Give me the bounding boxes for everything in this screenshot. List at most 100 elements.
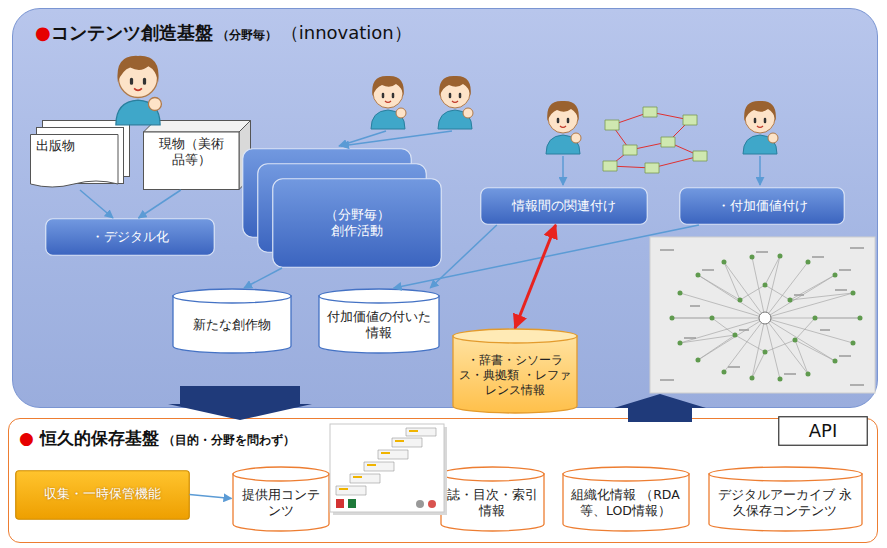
connector-line (515, 225, 556, 328)
label-block: 新たな創作物 (193, 317, 271, 333)
panel-heading: （innovation） (281, 21, 412, 45)
connector-line (244, 268, 282, 288)
label-area: ・付加価値付け (687, 191, 837, 221)
node-label: ・辞書・シソーラス・典拠類 ・レファレンス情報 (458, 353, 572, 398)
cylinder-top (233, 467, 329, 481)
node-label: 提供用コンテンツ (238, 487, 324, 518)
person-arrow (562, 156, 564, 185)
cylinder-top (709, 467, 862, 481)
cylinder-top (453, 329, 577, 343)
label-block: 誌・目次・索引情報 (446, 487, 539, 518)
panel-heading: （目的・分野を問わず） (163, 432, 295, 449)
node-label: 収集・一時保管機能 (44, 486, 161, 502)
activity-stack: （分野毎） 創作活動 (242, 148, 442, 268)
connector-line (394, 225, 699, 288)
person-figure (371, 76, 406, 129)
panel-heading: ● 恒久的保存基盤 (19, 427, 159, 450)
data-cylinder: 提供用コンテンツ (232, 466, 330, 532)
object-box: 現物（美術品等） (143, 120, 251, 190)
label-area: 付加価値の付いた情報 (324, 304, 434, 346)
label-area: 収集・一時保管機能 (21, 474, 184, 516)
label-area: 誌・目次・索引情報 (446, 482, 539, 524)
screenshot-collage (330, 424, 447, 515)
node-label: （分野毎） 創作活動 (317, 207, 397, 240)
cylinder-top (319, 289, 439, 303)
node-label: 付加価値の付いた情報 (324, 309, 434, 340)
collage-card (330, 424, 444, 512)
connector-line (80, 190, 113, 218)
box-fill (779, 417, 868, 446)
reference-cylinder: ・辞書・シソーラス・典拠類 ・レファレンス情報 (452, 328, 578, 414)
person-arrow (339, 131, 386, 146)
panel-heading-row: ●コンテンツ創造基盤（分野毎）（innovation） (35, 21, 412, 45)
box-top (144, 121, 251, 133)
box-fill (46, 219, 215, 256)
cylinder-top (563, 467, 689, 481)
label-block: 情報間の関連付け (512, 198, 616, 214)
panel-heading: （分野毎） (217, 27, 277, 44)
label-area: 新たな創作物 (178, 304, 286, 346)
api-box: API (778, 416, 868, 446)
function-box: 収集・一時保管機能 (15, 470, 190, 520)
label-block: 現物（美術品等） (156, 136, 226, 169)
network-graph-image (650, 237, 875, 393)
node-label: 出版物 (36, 138, 75, 154)
node-label: 情報間の関連付け (512, 198, 616, 214)
round-icon (416, 500, 424, 508)
label-block: （分野毎） 創作活動 (317, 207, 397, 240)
box-fill (15, 470, 189, 519)
label-block: ・デジタル化 (91, 229, 169, 245)
person-figure (743, 101, 778, 154)
label-block: API (809, 420, 837, 443)
process-box: ・付加価値付け (679, 187, 845, 225)
data-cylinder: 付加価値の付いた情報 (318, 288, 440, 354)
collage-shadow (333, 427, 447, 515)
label-block: 出版物 (36, 138, 75, 154)
platform-panel: 収集・一時保管機能 提供用コンテンツ 誌・目次・索引情報組織化情報 （RDA等、LO… (8, 418, 878, 543)
panel-heading-row: ● 恒久的保存基盤（目的・分野を問わず） (19, 427, 295, 450)
note-icons (603, 107, 707, 173)
graph-edges (672, 256, 860, 379)
node-label: 現物（美術品等） (156, 136, 226, 169)
label-block: ・辞書・シソーラス・典拠類 ・レファレンス情報 (458, 353, 572, 398)
cylinder-body (173, 296, 291, 353)
box-front (144, 132, 240, 190)
label-area: （分野毎） 創作活動 (280, 182, 434, 264)
block-arrow (168, 386, 312, 420)
label-block: 提供用コンテンツ (238, 487, 324, 518)
document-stack-outline (30, 120, 130, 190)
graph-label-marks (660, 248, 864, 385)
label-area: 出版物 (36, 138, 114, 182)
connector-line (190, 495, 232, 499)
round-icon (428, 500, 436, 508)
cylinder-body (441, 474, 544, 531)
sheet-icon (348, 499, 356, 508)
cylinder-top (173, 289, 291, 303)
person-arrow (341, 131, 452, 146)
node-label: ・デジタル化 (91, 229, 169, 245)
node-label: ・付加価値付け (717, 198, 808, 214)
label-area: 組織化情報 （RDA等、LOD情報） (568, 482, 684, 524)
card (273, 179, 442, 268)
cylinder-body (319, 296, 439, 353)
box-fill (481, 188, 648, 225)
thumbnail-steps (336, 428, 436, 495)
cylinder-body (233, 474, 329, 531)
graph-dots (672, 256, 860, 379)
node-label: 新たな創作物 (193, 317, 271, 333)
document-stack: 出版物 (30, 120, 130, 190)
label-area: 情報間の関連付け (488, 191, 640, 221)
person-figure (438, 76, 473, 129)
data-cylinder: 新たな創作物 (172, 288, 292, 354)
cylinder-body (563, 474, 689, 531)
cylinder-top (441, 467, 544, 481)
label-block: デジタルアーカイブ 永久保存コンテンツ (714, 487, 857, 518)
data-cylinder: 組織化情報 （RDA等、LOD情報） (562, 466, 690, 532)
cylinder-body (453, 336, 577, 413)
label-area: デジタルアーカイブ 永久保存コンテンツ (714, 482, 857, 524)
note-links (610, 112, 700, 168)
panel-heading: ●コンテンツ創造基盤 (35, 21, 213, 45)
